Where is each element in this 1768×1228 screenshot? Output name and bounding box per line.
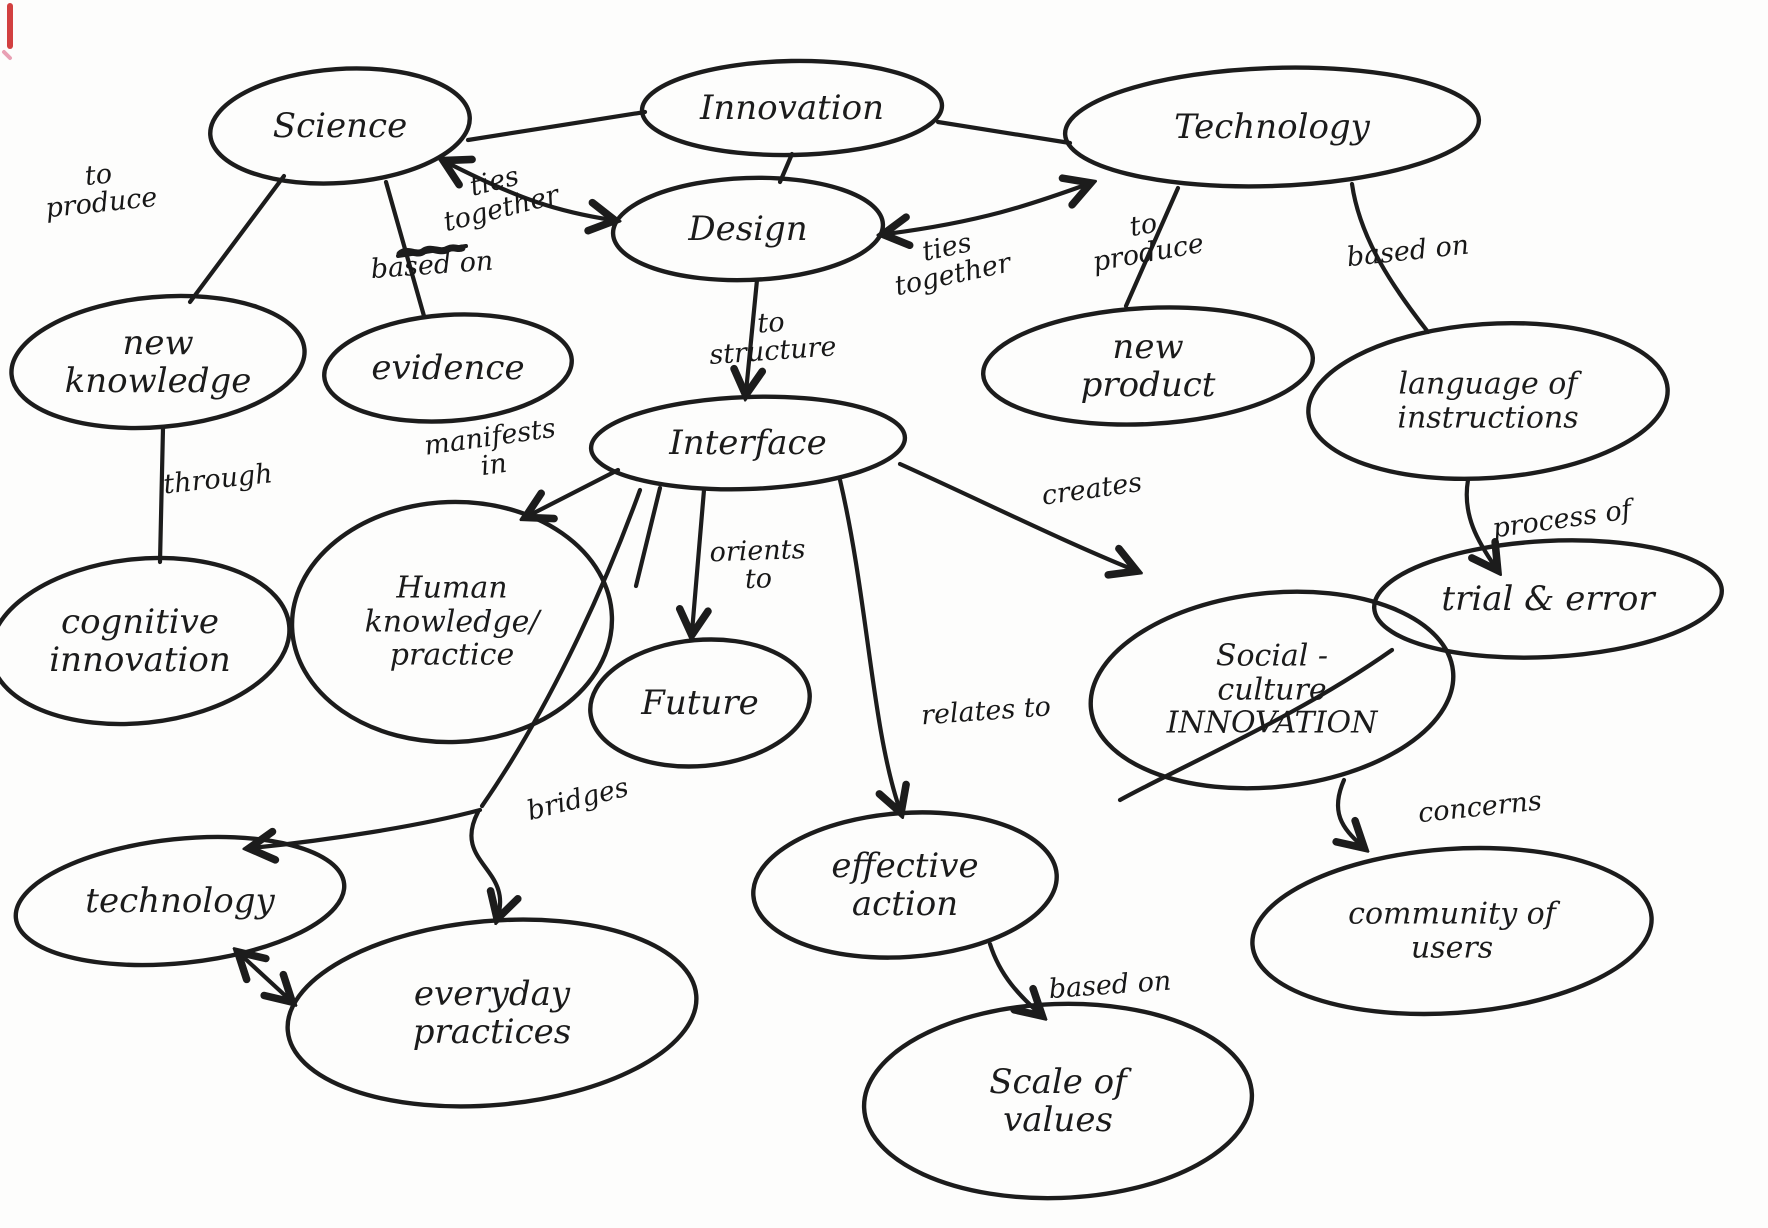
edge-design-interface bbox=[746, 277, 757, 392]
design-ellipse bbox=[610, 175, 886, 283]
future-ellipse bbox=[588, 637, 812, 769]
edge-new-knowledge-cognitive bbox=[157, 425, 166, 565]
language-of-instructions-ellipse bbox=[1306, 320, 1670, 482]
human-knowledge-practice-blob bbox=[289, 499, 615, 745]
node-outlines bbox=[0, 58, 1724, 1201]
edge-innovation-technology bbox=[935, 119, 1073, 146]
edge-interface-future-second-stroke bbox=[633, 485, 663, 589]
edge-technology-new-product bbox=[1123, 185, 1181, 309]
trial-and-error-ellipse bbox=[1372, 538, 1724, 660]
edge-junction-everyday-practices bbox=[469, 809, 500, 916]
edge-science-new-knowledge bbox=[187, 173, 287, 305]
social-culture-innovation-ellipse bbox=[1088, 589, 1456, 791]
edge-interface-bridge-junction bbox=[479, 487, 643, 809]
edge-design-technology bbox=[886, 184, 1088, 234]
edge-technology-2-everyday bbox=[240, 954, 290, 1000]
scale-of-values-ellipse bbox=[861, 1001, 1255, 1201]
effective-action-ellipse bbox=[751, 810, 1059, 960]
edge-innovation-design bbox=[777, 151, 795, 185]
edge-social-community bbox=[1338, 777, 1362, 846]
evidence-ellipse bbox=[322, 312, 574, 424]
edge-interface-human-knowledge bbox=[528, 467, 621, 516]
technology-2-ellipse bbox=[13, 834, 347, 968]
edge-interface-social-culture bbox=[897, 461, 1134, 570]
edge-interface-effective-action bbox=[837, 477, 900, 810]
scribble-strike-line bbox=[396, 244, 468, 258]
edge-innovation-science bbox=[465, 109, 648, 143]
connectors bbox=[157, 109, 1496, 1014]
technology-ellipse bbox=[1062, 65, 1482, 189]
edge-interface-future bbox=[692, 487, 704, 632]
edge-junction-technology-2 bbox=[252, 807, 483, 848]
cognitive-innovation-ellipse bbox=[0, 555, 292, 727]
edge-science-design bbox=[446, 162, 612, 220]
pen-overlap-stroke bbox=[1117, 647, 1395, 803]
red-corner-mark bbox=[2, 3, 13, 60]
new-product-ellipse bbox=[980, 305, 1316, 427]
interface-ellipse bbox=[588, 394, 908, 492]
new-knowledge-ellipse bbox=[9, 293, 307, 431]
edge-language-trial-error bbox=[1464, 477, 1496, 568]
innovation-ellipse bbox=[639, 58, 945, 158]
edge-effective-scale bbox=[987, 941, 1040, 1014]
science-ellipse bbox=[208, 66, 472, 186]
everyday-practices-ellipse bbox=[285, 917, 699, 1109]
community-of-users-ellipse bbox=[1250, 845, 1654, 1017]
edge-technology-language bbox=[1349, 181, 1431, 335]
